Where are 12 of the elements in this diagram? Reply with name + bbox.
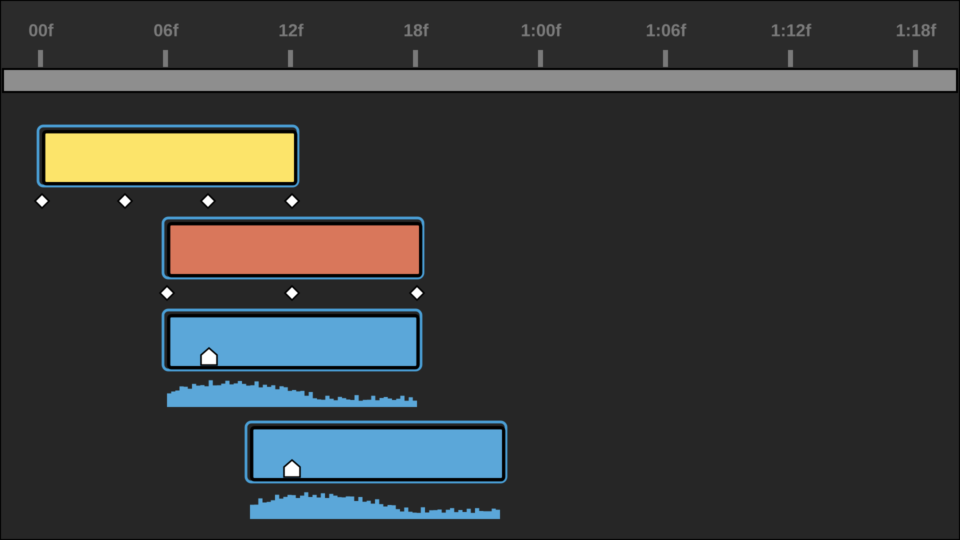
timecode-label: 00f: [29, 24, 54, 36]
clip-bar: [162, 308, 422, 372]
clip-bar: [162, 216, 424, 280]
timecode-label: 06f: [154, 24, 179, 36]
timecode-label: 1:00f: [522, 24, 562, 36]
timecode-label: 18f: [404, 24, 429, 36]
clip-bar: [244, 420, 508, 484]
timecode-label: 1:18f: [896, 24, 936, 36]
timecode-label: 12f: [280, 24, 304, 36]
timecode-label: 1:12f: [772, 24, 812, 36]
clip-bar: [36, 124, 300, 188]
timecode-label: 1:06f: [646, 24, 686, 36]
